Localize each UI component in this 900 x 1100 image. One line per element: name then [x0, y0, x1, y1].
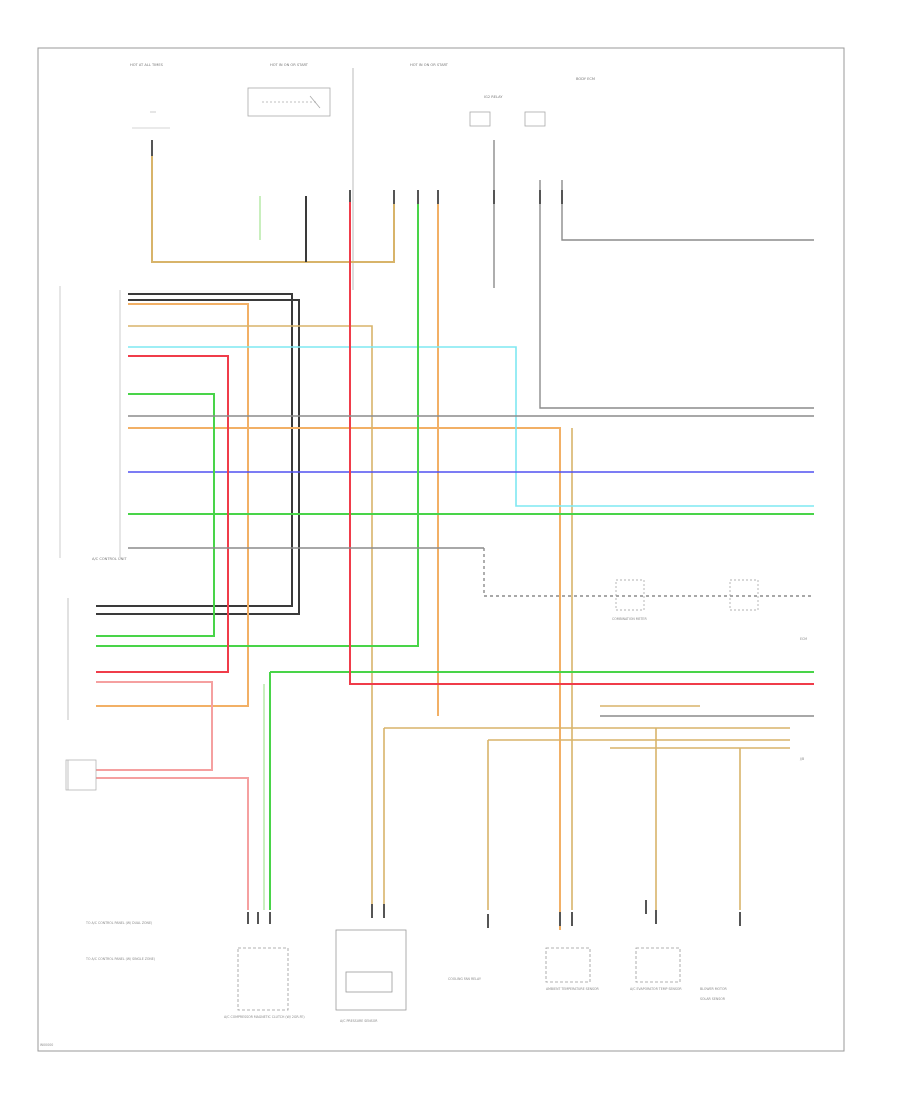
left-note-1: TO A/C CONTROL PANEL (W/ DUAL ZONE) — [85, 921, 152, 925]
wire-cyan — [128, 346, 814, 507]
left-note-2: TO A/C CONTROL PANEL (W/ SINGLE ZONE) — [85, 957, 155, 961]
bottom-components — [237, 929, 681, 1011]
left-connectors — [65, 598, 97, 791]
bottom-label-5: A/C EVAPORATOR TEMP SENSOR — [630, 987, 682, 991]
wire-light-green — [259, 196, 265, 910]
relay-block — [247, 68, 546, 290]
module-label: A/C CONTROL UNIT — [92, 557, 127, 561]
footer-code: W00000 — [40, 1043, 53, 1047]
bottom-label-3: COOLING FAN RELAY — [448, 977, 481, 981]
fuse-label-2: HOT IN ON OR START — [270, 63, 309, 67]
bottom-label-6: BLOWER MOTOR — [700, 987, 727, 991]
bottom-label-7: SOLAR SENSOR — [700, 997, 726, 1001]
wire-red — [96, 196, 814, 685]
right-connector-2: ECM — [800, 637, 807, 641]
wire-green — [96, 190, 814, 910]
fuse-label-1: HOT AT ALL TIMES — [130, 63, 164, 67]
right-connector-3: COMBINATION METER — [612, 617, 647, 621]
bottom-label-4: AMBIENT TEMPERATURE SENSOR — [546, 987, 600, 991]
wire-black — [96, 196, 307, 615]
wire-pink — [96, 681, 249, 910]
wire-tan-upper — [151, 140, 395, 263]
wire-tan — [128, 325, 790, 910]
connector-pins — [151, 140, 741, 928]
diagram-frame — [37, 47, 845, 1052]
bottom-label-2: A/C PRESSURE SENSOR — [340, 1019, 378, 1023]
sensor-connectors — [615, 579, 759, 611]
fuse-label-4: BODY ECM — [576, 77, 595, 81]
fuse-label-3: HOT IN ON OR START — [410, 63, 449, 67]
bottom-label-1: A/C COMPRESSOR MAGNETIC CLUTCH (W/ 2GR-F… — [224, 1015, 305, 1019]
right-connector-1: J/B — [799, 757, 804, 761]
wire-orange — [96, 190, 561, 930]
wire-gray — [128, 140, 814, 717]
relay-note: IG2 RELAY — [484, 95, 503, 99]
